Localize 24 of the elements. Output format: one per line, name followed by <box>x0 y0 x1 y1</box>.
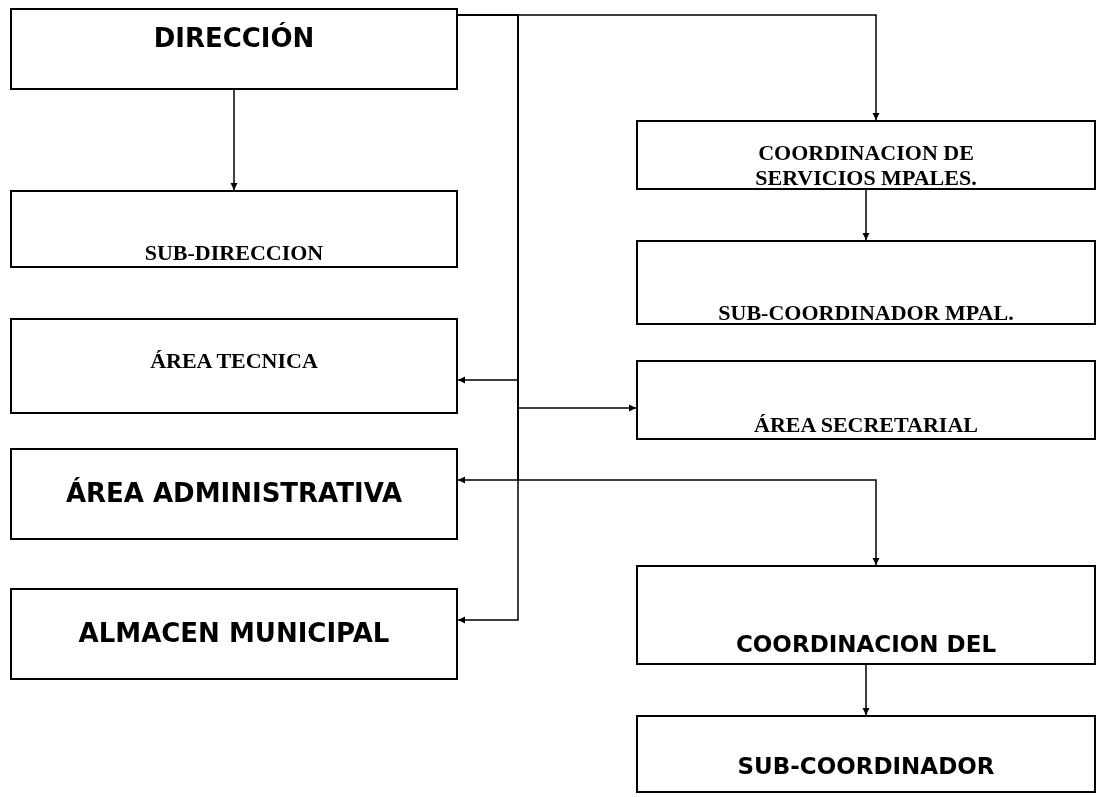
box-label: ÁREA ADMINISTRATIVA <box>65 479 403 509</box>
org-box <box>636 360 1096 440</box>
box-label: SUB-DIRECCION <box>144 240 324 266</box>
box-label: COORDINACION DEL <box>735 631 997 658</box>
connector-arrow <box>862 664 870 716</box>
box-label: SUB-COORDINADOR <box>737 753 995 780</box>
org-box <box>636 715 1096 793</box>
org-box <box>10 318 458 414</box>
box-label: ÁREA SECRETARIAL <box>754 412 978 438</box>
org-box <box>636 240 1096 325</box>
box-label: DIRECCIÓN <box>153 24 315 54</box>
org-box <box>10 8 458 90</box>
connector-arrow <box>230 89 238 191</box>
org-box <box>10 448 458 540</box>
org-box <box>10 190 458 268</box>
org-box <box>10 588 458 680</box>
connector-arrow <box>457 14 519 624</box>
org-box <box>636 120 1096 190</box>
box-label: COORDINACION DE SERVICIOS MPALES. <box>754 140 978 191</box>
org-box <box>636 565 1096 665</box>
box-label: ÁREA TECNICA <box>150 348 318 374</box>
connector-arrow <box>862 189 870 241</box>
box-label: ALMACEN MUNICIPAL <box>78 619 390 649</box>
box-label: SUB-COORDINADOR MPAL. <box>718 300 1014 326</box>
